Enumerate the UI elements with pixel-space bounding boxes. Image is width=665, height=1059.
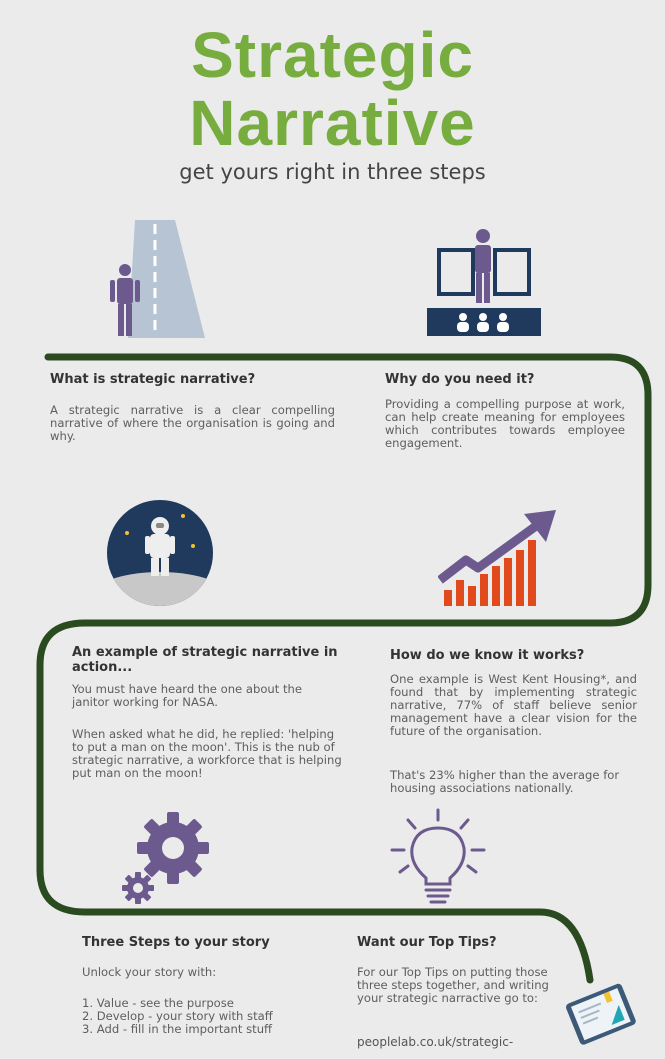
gears-icon <box>122 812 209 904</box>
step-3: 3. Add - fill in the important stuff <box>82 1022 273 1036</box>
heading-three-steps: Three Steps to your story <box>82 935 270 950</box>
text-top-tips: For our Top Tips on putting those three … <box>357 965 549 1005</box>
text-example-2: When asked what he did, he replied: 'hel… <box>72 727 342 780</box>
text-example-1: You must have heard the one about the ja… <box>72 682 303 709</box>
heading-why: Why do you need it? <box>385 372 535 387</box>
title-line-2: Narrative <box>189 87 476 159</box>
step-2: 2. Develop - your story with staff <box>82 1009 273 1023</box>
heading-top-tips: Want our Top Tips? <box>357 935 497 950</box>
heading-example: An example of strategic narrative in act… <box>72 645 338 675</box>
growth-chart-icon <box>438 510 556 606</box>
title-line-1: Strategic <box>191 19 474 91</box>
astronaut-moon-icon <box>107 500 213 606</box>
tablet-chart-icon <box>566 983 636 1045</box>
text-what: A strategic narrative is a clear compell… <box>50 403 335 443</box>
road-person-icon <box>110 220 205 338</box>
text-three-steps-intro: Unlock your story with: <box>82 965 217 979</box>
heading-what: What is strategic narrative? <box>50 372 256 387</box>
subtitle: get yours right in three steps <box>179 160 486 184</box>
text-how-1: One example is West Kent Housing*, and f… <box>390 672 637 738</box>
heading-how: How do we know it works? <box>390 648 585 663</box>
text-how-2: That's 23% higher than the average for h… <box>390 768 620 795</box>
text-why: Providing a compelling purpose at work, … <box>385 397 625 450</box>
top-tips-link[interactable]: peoplelab.co.uk/strategic- <box>357 1035 514 1049</box>
lightbulb-icon <box>390 808 486 904</box>
presenter-audience-icon <box>427 229 541 336</box>
step-1: 1. Value - see the purpose <box>82 996 234 1010</box>
